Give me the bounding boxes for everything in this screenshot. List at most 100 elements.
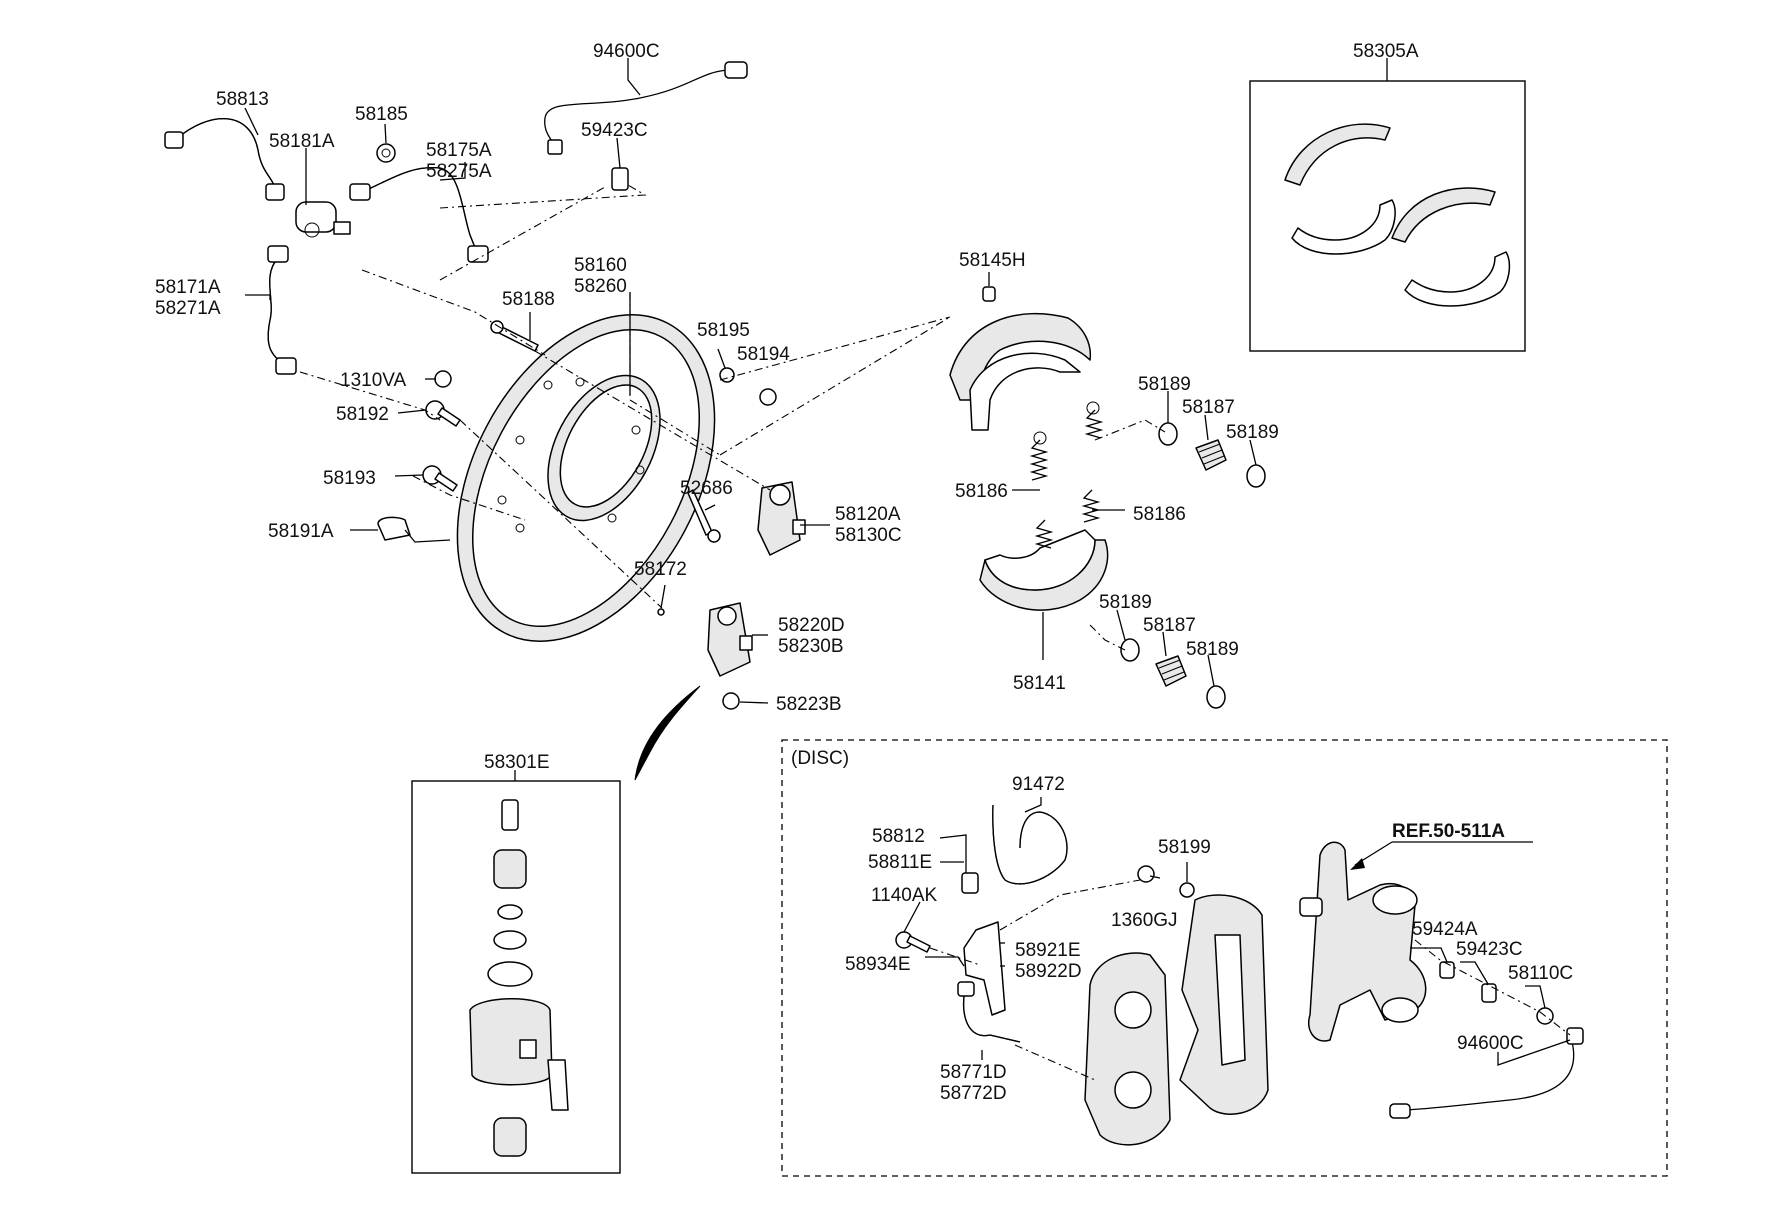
cylinder-kit-box — [411, 780, 621, 1174]
exploded-arrow-icon — [634, 685, 701, 781]
nut-1360GJ-icon — [1137, 865, 1155, 883]
label-58120A: 58120A — [835, 504, 901, 525]
label-58141: 58141 — [1013, 673, 1066, 694]
label-58189-a: 58189 — [1138, 374, 1191, 395]
cup-58189-c-icon — [1120, 638, 1140, 662]
bolt-1140AK-icon — [895, 931, 931, 953]
label-58171A: 58171A — [155, 277, 221, 298]
label-58195: 58195 — [697, 320, 750, 341]
caliper-58922D-icon — [1084, 952, 1171, 1146]
spring-58186-right-icon — [1081, 401, 1104, 523]
label-58275A: 58275A — [426, 161, 492, 182]
label-58130C: 58130C — [835, 525, 902, 546]
label-1360GJ: 1360GJ — [1111, 910, 1178, 931]
bushing-59423C-bottom-icon — [1481, 983, 1497, 1003]
label-58172: 58172 — [634, 559, 687, 580]
label-ref-50-511A: REF.50-511A — [1392, 821, 1505, 842]
label-58175A: 58175A — [426, 140, 492, 161]
label-58188: 58188 — [502, 289, 555, 310]
nut-58194-icon — [759, 388, 777, 406]
label-58189-c: 58189 — [1099, 592, 1152, 613]
label-58193: 58193 — [323, 468, 376, 489]
label-59424A: 59424A — [1412, 919, 1478, 940]
label-58145H: 58145H — [959, 250, 1026, 271]
label-94600C-top: 94600C — [593, 41, 660, 62]
label-58187-b: 58187 — [1143, 615, 1196, 636]
brake-shoe-lower-58141-icon — [979, 529, 1109, 611]
cup-58189-b-icon — [1246, 464, 1266, 488]
wear-sensor-94600C-bottom-icon — [1389, 1027, 1584, 1119]
label-58921E: 58921E — [1015, 940, 1081, 961]
connector-58181A-icon — [295, 201, 351, 238]
label-58181A: 58181A — [269, 131, 335, 152]
label-58186-right: 58186 — [1133, 504, 1186, 525]
label-58811E: 58811E — [868, 852, 932, 873]
wear-sensor-94600C-top-icon — [544, 61, 748, 155]
bolt-58192-icon — [425, 400, 461, 427]
label-1140AK: 1140AK — [871, 885, 938, 906]
label-58922D: 58922D — [1015, 961, 1082, 982]
spring-58187-a-icon — [1195, 439, 1227, 471]
bleeder-58172-icon — [657, 608, 665, 616]
leader-lines — [244, 58, 1571, 1081]
part-labels: 94600C 58813 58185 58181A 58175A 58275A … — [155, 41, 1573, 1104]
backing-plate-icon — [456, 314, 716, 642]
label-58220D: 58220D — [778, 615, 845, 636]
nut-1310VA-icon — [434, 370, 452, 388]
label-58185: 58185 — [355, 104, 408, 125]
brake-line-58171A-icon — [267, 245, 297, 375]
bolt-52686-icon — [687, 489, 721, 543]
shoe-pin-58145H-icon — [982, 286, 996, 302]
label-58223B: 58223B — [776, 694, 842, 715]
label-disc: (DISC) — [791, 748, 849, 769]
brake-shoe-upper-icon — [949, 312, 1092, 431]
cylinder-kit-58301E-icon — [469, 799, 569, 1157]
label-58194: 58194 — [737, 344, 790, 365]
cup-58189-a-icon — [1158, 422, 1178, 446]
bushing-59423C-top-icon — [611, 167, 629, 191]
label-58187-a: 58187 — [1182, 397, 1235, 418]
label-58271A: 58271A — [155, 298, 221, 319]
wheel-cylinder-58220D-icon — [707, 602, 753, 677]
label-58813: 58813 — [216, 89, 269, 110]
cup-58189-d-icon — [1206, 685, 1226, 709]
label-59423C-top: 59423C — [581, 120, 648, 141]
label-58305A: 58305A — [1353, 41, 1419, 62]
brake-hose-91472-icon — [992, 804, 1068, 885]
brake-line-58813-icon — [164, 118, 285, 201]
bracket-58921E-icon — [963, 921, 1006, 1016]
label-58771D: 58771D — [940, 1062, 1007, 1083]
label-58260: 58260 — [574, 276, 627, 297]
label-58160: 58160 — [574, 255, 627, 276]
screw-58223B-icon — [722, 692, 740, 710]
label-58772D: 58772D — [940, 1083, 1007, 1104]
label-58186-left: 58186 — [955, 481, 1008, 502]
caliper-bracket-icon — [1179, 894, 1269, 1115]
label-94600C-bottom: 94600C — [1457, 1033, 1524, 1054]
label-58301E: 58301E — [484, 752, 550, 773]
label-58812: 58812 — [872, 826, 925, 847]
label-58934E: 58934E — [845, 954, 911, 975]
nut-58199-icon — [1179, 882, 1195, 898]
label-59423C-bottom: 59423C — [1456, 939, 1523, 960]
bolt-58193-icon — [422, 465, 458, 492]
disc-section-box — [781, 739, 1668, 1177]
brake-line-58175A-icon — [349, 166, 489, 263]
label-58189-b: 58189 — [1226, 422, 1279, 443]
label-1310VA: 1310VA — [340, 370, 407, 391]
clip-58812-icon — [961, 872, 979, 894]
spring-58187-b-icon — [1155, 655, 1187, 687]
shoe-kit-58305A-icon — [1284, 123, 1511, 307]
knuckle-ref-50-511A-icon — [1299, 841, 1427, 1042]
label-58189-d: 58189 — [1186, 639, 1239, 660]
label-58199: 58199 — [1158, 837, 1211, 858]
spring-58186-left-icon — [1029, 431, 1054, 549]
plug-58191A-icon — [377, 516, 411, 541]
label-58230B: 58230B — [778, 636, 844, 657]
wheel-cylinder-58120A-icon — [757, 481, 806, 556]
brake-line-58771D-icon — [957, 981, 1021, 1043]
bushing-59424A-icon — [1439, 961, 1455, 979]
label-58110C: 58110C — [1508, 963, 1573, 984]
label-91472: 91472 — [1012, 774, 1065, 795]
